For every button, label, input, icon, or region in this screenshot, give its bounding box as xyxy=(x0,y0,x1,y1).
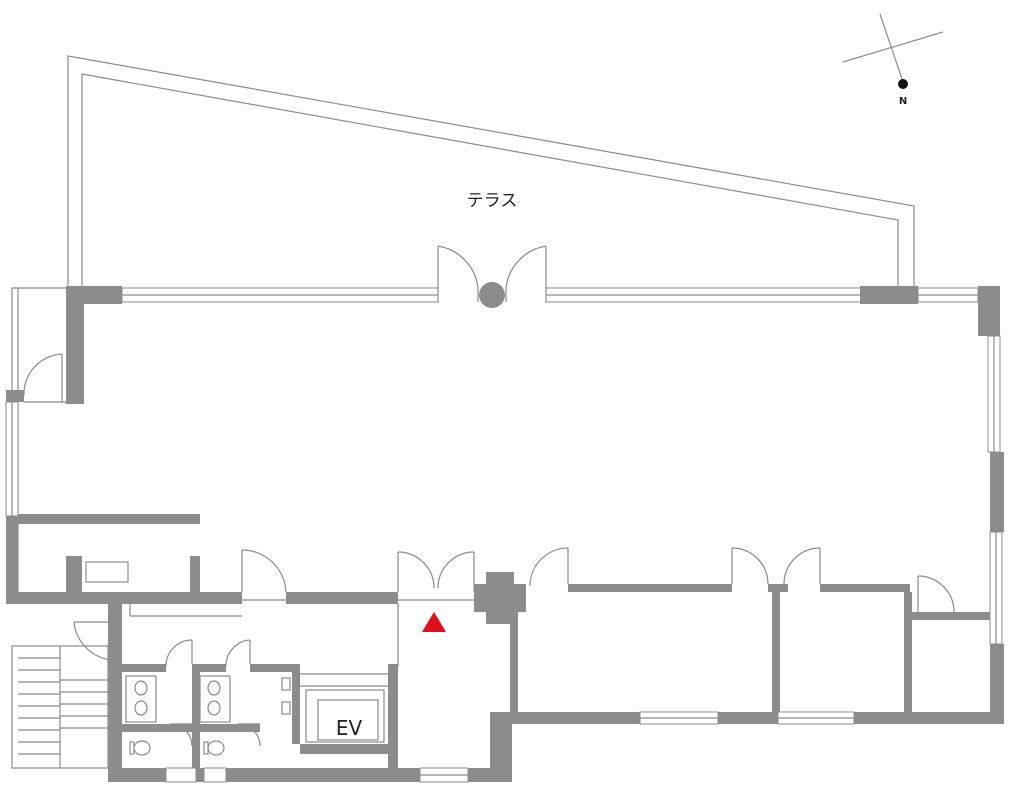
corridor-door-1 xyxy=(241,549,287,601)
staircase xyxy=(11,645,109,769)
terrace-outline xyxy=(67,55,915,288)
west-door xyxy=(23,353,66,403)
walls xyxy=(6,282,1004,782)
entrance-triangle-icon xyxy=(422,612,446,632)
stair-door xyxy=(73,621,117,661)
toilet-icon xyxy=(133,740,151,756)
urinal-icon xyxy=(134,700,148,716)
toilet-icon xyxy=(207,740,225,756)
restroom-door-2 xyxy=(225,639,251,667)
room-door-4 xyxy=(917,575,955,613)
room-door-3 xyxy=(783,547,821,585)
sink-icon xyxy=(207,700,221,716)
room-door-2 xyxy=(731,547,769,585)
terrace-label: テラス xyxy=(467,191,518,211)
entrance-double-door xyxy=(397,551,475,601)
restroom-door-4 xyxy=(237,723,261,747)
restroom-fixtures xyxy=(125,673,388,756)
north-dot-icon xyxy=(898,79,908,89)
terrace-door xyxy=(437,245,547,302)
restroom-door-1 xyxy=(165,639,193,667)
north-compass: N xyxy=(842,13,944,107)
restroom-door-3 xyxy=(169,723,193,747)
sink-icon xyxy=(207,680,221,696)
room-door-1 xyxy=(529,547,569,587)
left-frame xyxy=(11,287,68,600)
elevator: EV xyxy=(305,689,385,743)
east-windows xyxy=(5,335,1003,645)
doors xyxy=(23,245,955,747)
elevator-label: EV xyxy=(336,716,363,740)
south-windows xyxy=(165,711,855,783)
north-window-band xyxy=(121,287,979,303)
corridor-lines xyxy=(129,604,399,666)
urinal-icon xyxy=(134,680,148,696)
north-label: N xyxy=(899,96,907,107)
